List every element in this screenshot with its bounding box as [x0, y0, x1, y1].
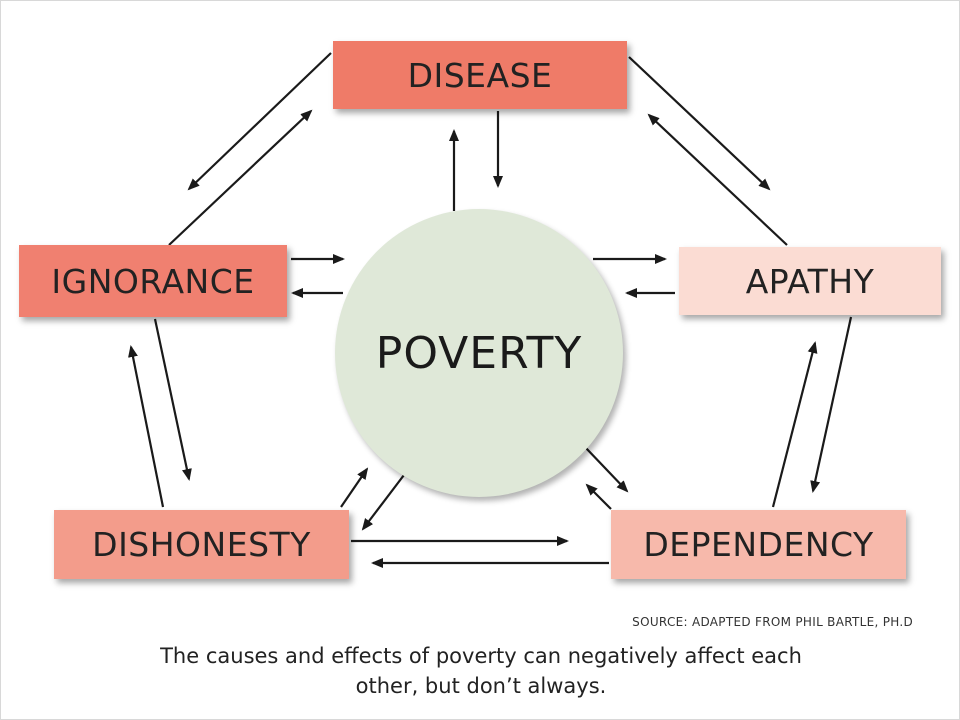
node-ignorance-label: IGNORANCE — [51, 261, 255, 301]
arrow-poverty-to-dishonesty — [361, 470, 408, 531]
node-poverty: POVERTY — [335, 209, 623, 497]
node-apathy-label: APATHY — [745, 261, 875, 301]
arrow-dependency-to-poverty — [585, 483, 612, 510]
node-poverty-label: POVERTY — [375, 327, 583, 379]
arrow-poverty-to-dependency — [584, 446, 629, 493]
arrow-apathy-to-disease — [647, 113, 788, 246]
arrow-disease-to-ignorance — [187, 52, 332, 191]
arrow-disease-to-apathy — [628, 56, 771, 191]
arrow-ignorance-to-disease — [168, 109, 313, 246]
node-disease: DISEASE — [333, 41, 627, 109]
arrow-dishonesty-to-ignorance — [128, 345, 165, 508]
arrow-ignorance-to-dishonesty — [153, 318, 192, 481]
node-dishonesty-label: DISHONESTY — [92, 525, 311, 564]
source-credit: SOURCE: ADAPTED FROM PHIL BARTLE, PH.D — [632, 615, 913, 629]
node-apathy: APATHY — [679, 247, 941, 315]
node-disease-label: DISEASE — [407, 55, 553, 95]
arrow-apathy-to-dependency — [810, 316, 853, 493]
arrow-dishonesty-to-poverty — [340, 467, 369, 508]
arrow-dependency-to-apathy — [771, 341, 818, 508]
node-ignorance: IGNORANCE — [19, 245, 287, 317]
caption-line-1: The causes and effects of poverty can ne… — [160, 644, 802, 668]
node-dishonesty: DISHONESTY — [54, 510, 349, 579]
caption-line-2: other, but don’t always. — [355, 674, 607, 698]
node-dependency: DEPENDENCY — [611, 510, 906, 579]
node-dependency-label: DEPENDENCY — [643, 525, 874, 564]
caption: The causes and effects of poverty can ne… — [111, 641, 851, 701]
